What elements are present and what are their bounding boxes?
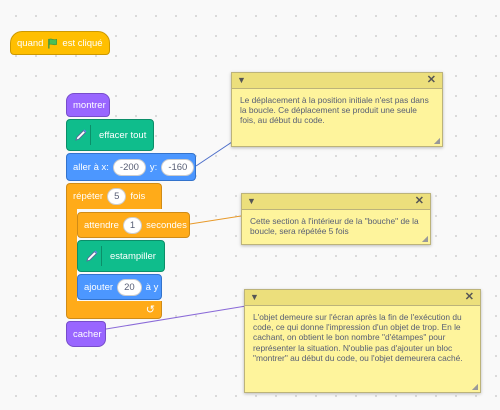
comment-header[interactable]: ▼ ✕ xyxy=(245,290,480,306)
goto-y-input[interactable]: -160 xyxy=(161,158,195,176)
comment-note-2[interactable]: ▼ ✕ Cette section à l'intérieur de la "b… xyxy=(241,193,431,245)
hide-label: cacher xyxy=(73,328,102,340)
wait-seconds-input[interactable]: 1 xyxy=(122,216,143,234)
change-y-label-before: ajouter xyxy=(84,281,114,293)
hat-label-before: quand xyxy=(17,37,44,49)
comment-connector-2 xyxy=(189,215,242,225)
wait-label-after: secondes xyxy=(146,219,187,231)
comment-text[interactable]: Cette section à l'intérieur de la "bouch… xyxy=(250,216,419,237)
stamp-block[interactable]: estampiller xyxy=(77,240,165,272)
wait-block[interactable]: attendre 1 secondes xyxy=(77,212,190,238)
goto-label-x: aller à x: xyxy=(73,161,109,173)
close-icon[interactable]: ✕ xyxy=(426,74,436,86)
clear-label: effacer tout xyxy=(99,129,147,141)
collapse-chevron-icon[interactable]: ▼ xyxy=(247,196,256,206)
comment-header[interactable]: ▼ ✕ xyxy=(242,194,430,210)
change-y-block[interactable]: ajouter 20 à y xyxy=(77,274,162,300)
change-y-input[interactable]: 20 xyxy=(117,278,142,296)
comment-text[interactable]: Le déplacement à la position initiale n'… xyxy=(240,95,429,126)
when-flag-clicked-block[interactable]: quand est cliqué xyxy=(10,31,110,55)
green-flag-icon xyxy=(47,38,58,49)
repeat-footer: ↺ xyxy=(66,301,162,319)
repeat-arm xyxy=(66,208,77,302)
hat-label-after: est cliqué xyxy=(62,37,103,49)
show-block[interactable]: montrer xyxy=(66,93,110,117)
show-label: montrer xyxy=(73,99,106,111)
clear-block[interactable]: effacer tout xyxy=(66,119,154,151)
comment-text[interactable]: L'objet demeure sur l'écran après la fin… xyxy=(253,312,463,363)
collapse-chevron-icon[interactable]: ▼ xyxy=(250,292,259,302)
pen-icon xyxy=(82,246,102,266)
resize-handle-icon[interactable]: ◢ xyxy=(433,136,440,145)
goto-label-y: y: xyxy=(149,161,158,173)
stamp-label: estampiller xyxy=(110,250,156,262)
close-icon[interactable]: ✕ xyxy=(414,195,424,207)
comment-note-3[interactable]: ▼ ✕ L'objet demeure sur l'écran après la… xyxy=(244,289,481,393)
repeat-header[interactable]: répéter 5 fois xyxy=(66,183,162,209)
hide-block[interactable]: cacher xyxy=(66,321,106,347)
wait-label-before: attendre xyxy=(84,219,119,231)
resize-handle-icon[interactable]: ◢ xyxy=(471,382,478,391)
goto-x-input[interactable]: -200 xyxy=(112,158,146,176)
goto-xy-block[interactable]: aller à x: -200 y: -160 xyxy=(66,153,196,181)
close-icon[interactable]: ✕ xyxy=(464,291,474,303)
comment-header[interactable]: ▼ ✕ xyxy=(232,73,442,89)
resize-handle-icon[interactable]: ◢ xyxy=(421,234,428,243)
comment-connector-1 xyxy=(195,139,236,167)
comment-note-1[interactable]: ▼ ✕ Le déplacement à la position initial… xyxy=(231,72,443,147)
loop-arrow-icon: ↺ xyxy=(145,304,155,316)
repeat-label-before: répéter xyxy=(73,191,104,202)
repeat-block[interactable]: répéter 5 fois ↺ xyxy=(66,183,162,319)
repeat-count-input[interactable]: 5 xyxy=(107,188,127,205)
pen-icon xyxy=(71,125,91,145)
collapse-chevron-icon[interactable]: ▼ xyxy=(237,75,246,85)
repeat-label-after: fois xyxy=(130,191,146,202)
change-y-label-after: à y xyxy=(145,281,159,293)
